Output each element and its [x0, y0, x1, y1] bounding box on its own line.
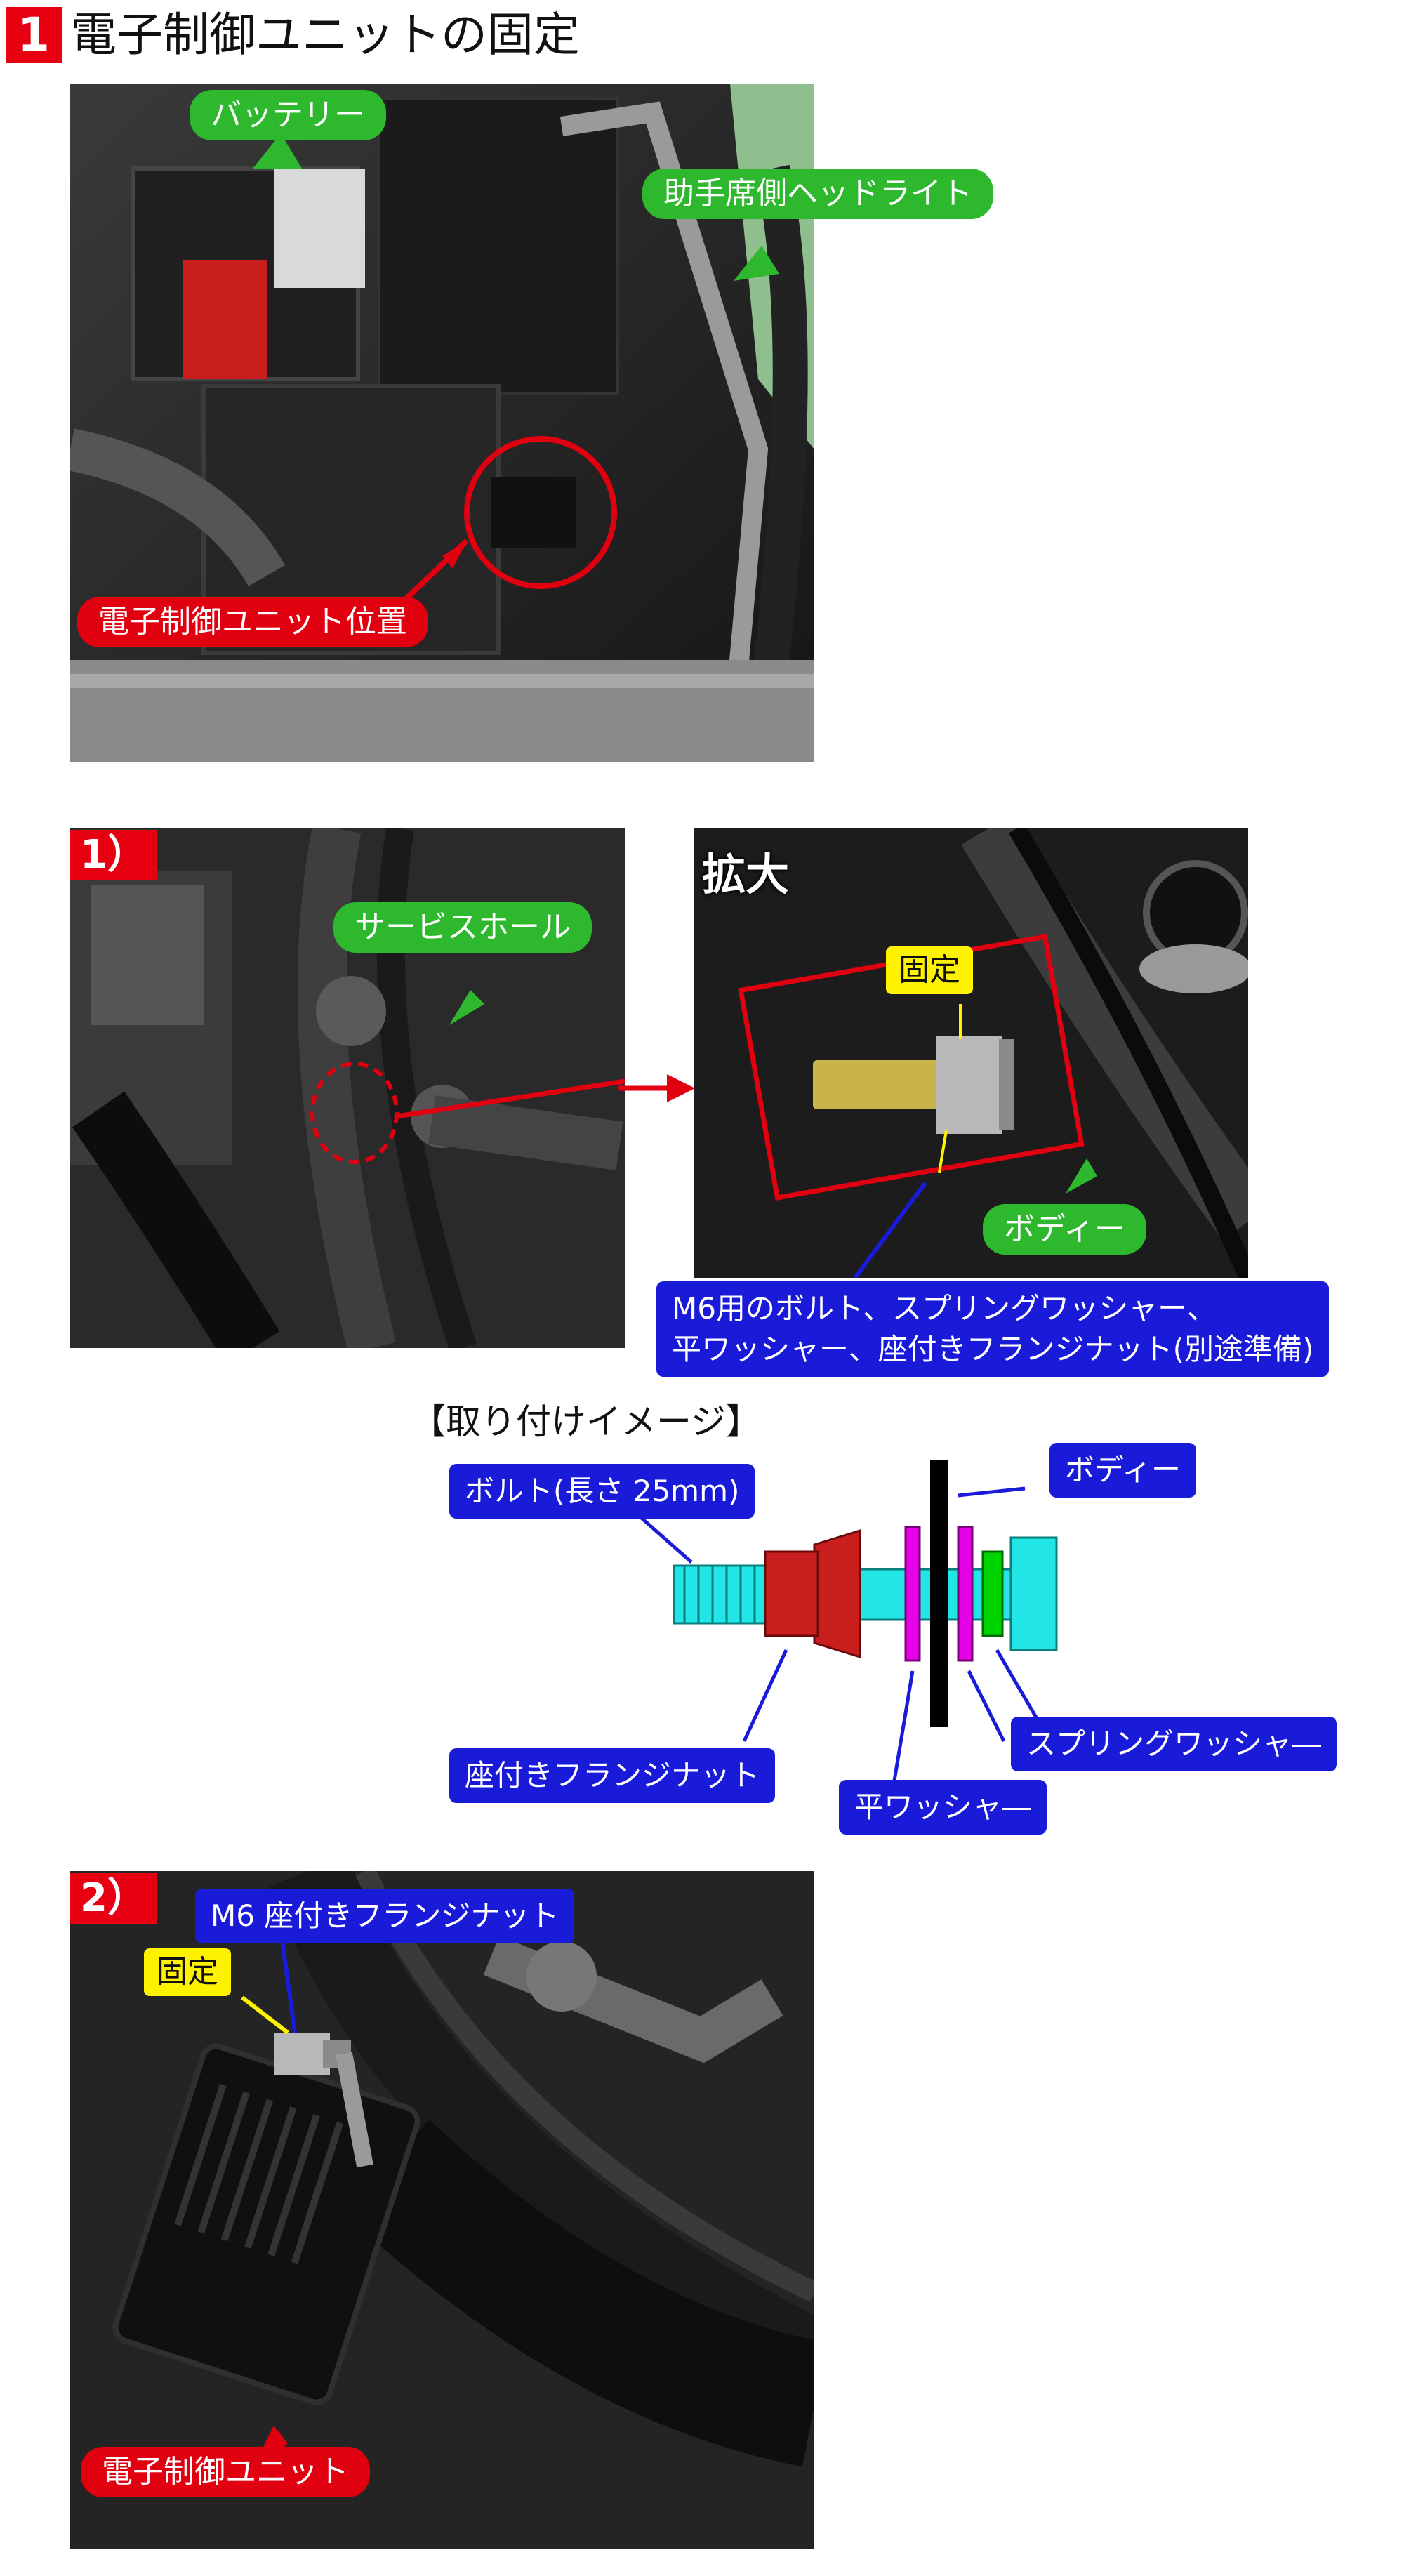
ecu-label: 電子制御ユニット — [81, 2447, 370, 2497]
zoom-body-label: ボディー — [983, 1204, 1146, 1255]
zoom-arrow — [618, 1074, 695, 1102]
bolt-label: ボルト(長さ 25mm) — [449, 1464, 755, 1519]
unit-position-label: 電子制御ユニット位置 — [77, 597, 428, 647]
flange-nut — [813, 1528, 861, 1659]
hardware-note-line1: M6用のボルト、スプリングワッシャー、 — [672, 1291, 1217, 1326]
service-hole-label: サービスホール — [333, 902, 592, 953]
zoom-image — [694, 828, 1248, 1278]
ecu-box — [112, 2043, 420, 2405]
service-hole-marker — [310, 1062, 399, 1164]
step-2-badge: 2） — [70, 1873, 157, 1924]
headlight-label: 助手席側ヘッドライト — [642, 169, 993, 219]
zoom-fixed-label: 固定 — [886, 946, 973, 994]
spring-washer-label: スプリングワッシャ― — [1011, 1717, 1337, 1771]
mounted-fixed-label: 固定 — [144, 1948, 231, 1996]
flat-washer-right — [957, 1526, 974, 1662]
body-plate — [930, 1460, 948, 1727]
hardware-note: M6用のボルト、スプリングワッシャー、 平ワッシャー、座付きフランジナット(別途… — [656, 1281, 1330, 1377]
flat-washer-label: 平ワッシャ― — [839, 1780, 1047, 1835]
service-hole-image — [70, 828, 625, 1348]
battery-label: バッテリー — [190, 90, 386, 140]
hardware-note-line2: 平ワッシャー、座付きフランジナット(別途準備) — [672, 1332, 1314, 1366]
zoom-title: 拡大 — [702, 849, 790, 900]
flange-nut-label: 座付きフランジナット — [449, 1748, 776, 1803]
highlight-circle — [464, 436, 617, 589]
page-title: 電子制御ユニットの固定 — [70, 8, 580, 62]
installation-diagram — [630, 1460, 1058, 1798]
section-number: 1 — [6, 7, 62, 63]
zoom-photo — [694, 828, 1248, 1278]
diagram-body-label: ボディー — [1049, 1443, 1197, 1498]
diagram-title: 【取り付けイメージ】 — [411, 1401, 761, 1442]
m6-flange-nut-label: M6 座付きフランジナット — [195, 1889, 575, 1943]
spring-washer — [981, 1550, 1004, 1637]
service-hole-photo — [70, 828, 625, 1348]
bolt-head — [1009, 1536, 1058, 1651]
mounting-nut — [274, 2033, 330, 2075]
step-1-badge: 1） — [70, 830, 157, 880]
flat-washer-left — [904, 1526, 921, 1662]
